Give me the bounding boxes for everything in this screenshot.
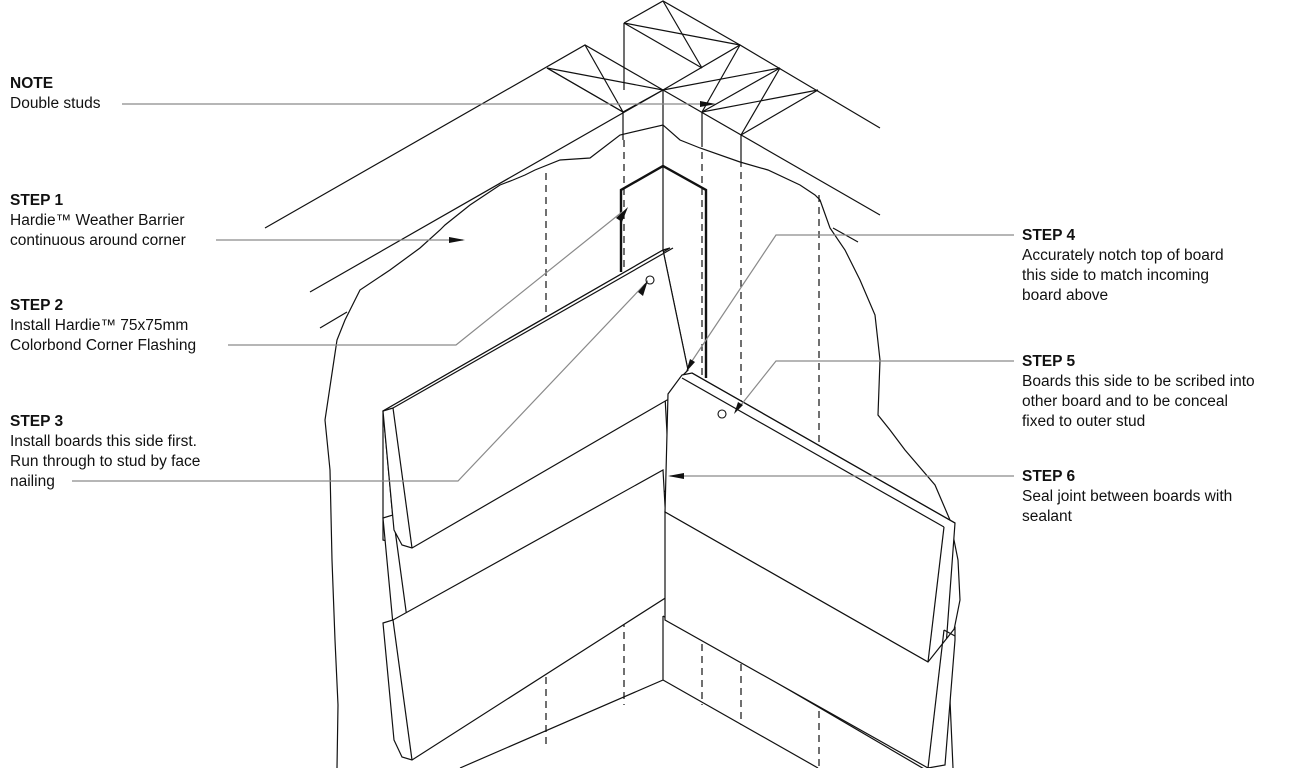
step-4-line-2: this side to match incoming bbox=[1022, 267, 1209, 284]
step-2-heading: STEP 2 bbox=[10, 297, 64, 314]
step-5-heading: STEP 5 bbox=[1022, 353, 1076, 370]
step-4-heading: STEP 4 bbox=[1022, 227, 1076, 244]
nail-hole-left bbox=[645, 275, 655, 285]
step-6-heading: STEP 6 bbox=[1022, 468, 1076, 485]
step-5-line-1: Boards this side to be scribed into bbox=[1022, 373, 1255, 390]
step-3-line-3: nailing bbox=[10, 473, 55, 490]
step-3-heading: STEP 3 bbox=[10, 413, 64, 430]
leader-lines bbox=[72, 101, 1014, 482]
truss-framing bbox=[264, 0, 881, 329]
note-heading: NOTE bbox=[10, 75, 54, 92]
weather-barrier-outline bbox=[324, 124, 961, 768]
nail-hole-right bbox=[717, 409, 727, 419]
step-2-label: STEP 2 Install Hardie™ 75x75mm Colorbond… bbox=[10, 296, 196, 356]
step-1-label: STEP 1 Hardie™ Weather Barrier continuou… bbox=[10, 191, 186, 251]
step-1-heading: STEP 1 bbox=[10, 192, 64, 209]
step-2-line-1: Install Hardie™ 75x75mm bbox=[10, 317, 189, 334]
step-3-line-1: Install boards this side first. bbox=[10, 433, 197, 450]
step-6-line-2: sealant bbox=[1022, 508, 1072, 525]
step-5-line-3: fixed to outer stud bbox=[1022, 413, 1146, 430]
note-text: Double studs bbox=[10, 95, 101, 112]
step-4-line-1: Accurately notch top of board bbox=[1022, 247, 1224, 264]
note-double-studs: NOTE Double studs bbox=[10, 74, 100, 114]
step-4-label: STEP 4 Accurately notch top of board thi… bbox=[1022, 226, 1224, 306]
step-6-line-1: Seal joint between boards with bbox=[1022, 488, 1233, 505]
step-2-line-2: Colorbond Corner Flashing bbox=[10, 337, 197, 354]
step-3-label: STEP 3 Install boards this side first. R… bbox=[10, 412, 200, 492]
step-1-line-2: continuous around corner bbox=[10, 232, 186, 249]
step-4-line-3: board above bbox=[1022, 287, 1109, 304]
step-6-label: STEP 6 Seal joint between boards with se… bbox=[1022, 467, 1232, 527]
step-3-line-2: Run through to stud by face bbox=[10, 453, 201, 470]
step-5-line-2: other board and to be conceal bbox=[1022, 393, 1228, 410]
step-5-label: STEP 5 Boards this side to be scribed in… bbox=[1022, 352, 1255, 432]
right-boards bbox=[664, 372, 956, 768]
step-1-line-1: Hardie™ Weather Barrier bbox=[10, 212, 185, 229]
